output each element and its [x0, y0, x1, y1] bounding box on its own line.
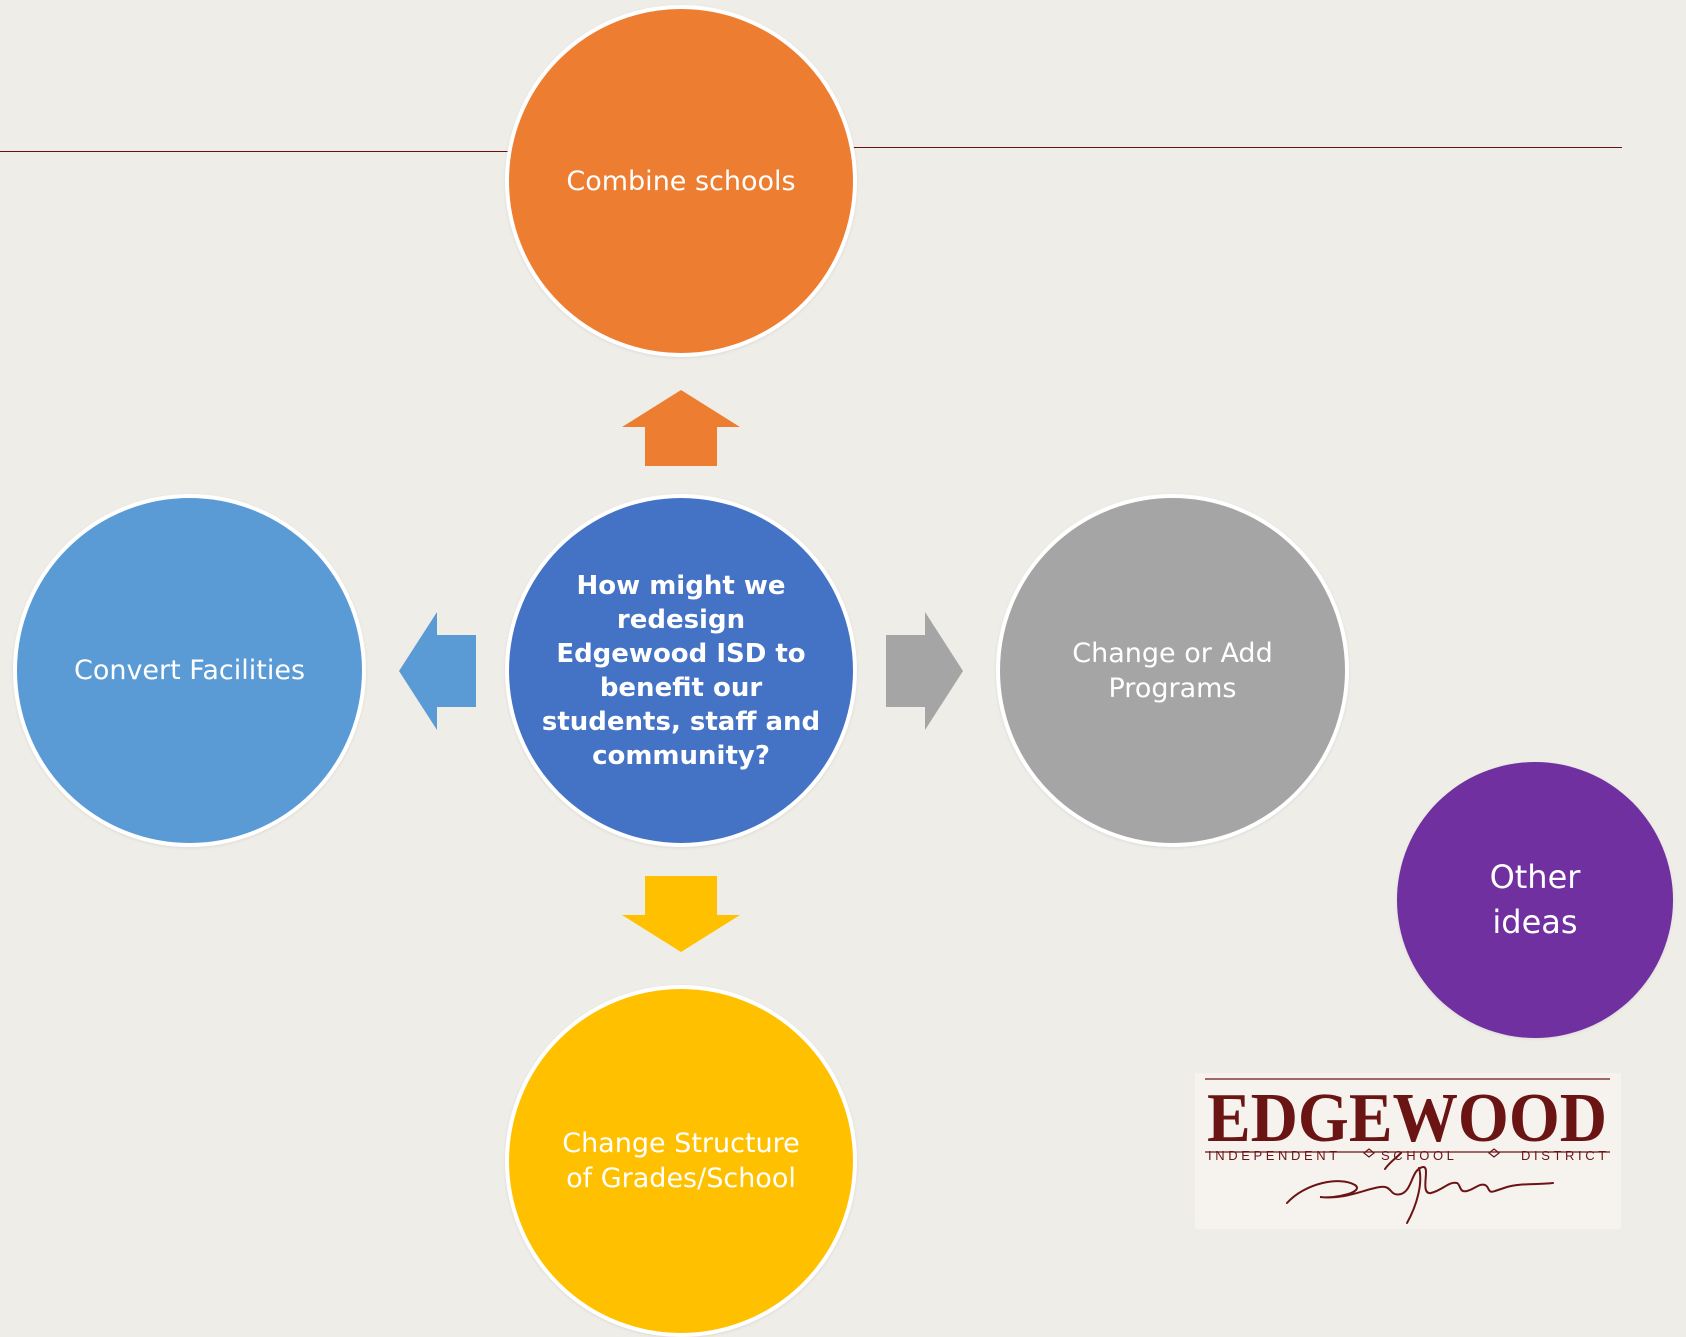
convert-facilities-label: Convert Facilities	[73, 655, 306, 686]
combine-schools-node[interactable]: Combine schools	[505, 5, 857, 357]
edgewood-logo-mark: EDGEWOOD INDEPENDENT SCHOOL DISTRICT	[1205, 1078, 1610, 1224]
edgewood-logo: EDGEWOOD INDEPENDENT SCHOOL DISTRICT	[1195, 1073, 1621, 1229]
arrow-right-icon	[886, 612, 963, 730]
svg-text:INDEPENDENT: INDEPENDENT	[1208, 1148, 1341, 1163]
arrow-up-icon	[622, 390, 740, 466]
top-rule-right	[852, 147, 1622, 148]
arrow-down-icon	[622, 876, 740, 952]
svg-text:EDGEWOOD: EDGEWOOD	[1207, 1080, 1607, 1157]
central-question-label: How might we redesign Edgewood ISD to be…	[541, 570, 821, 771]
combine-schools-label: Combine schools	[566, 165, 796, 197]
top-rule-left	[0, 151, 510, 152]
svg-text:DISTRICT: DISTRICT	[1521, 1148, 1610, 1163]
svg-text:SCHOOL: SCHOOL	[1381, 1148, 1458, 1163]
change-structure-label: Change Structure of Grades/School	[562, 1128, 800, 1194]
change-programs-node[interactable]: Change or Add Programs	[996, 494, 1349, 847]
change-programs-label: Change or Add Programs	[1072, 637, 1273, 704]
other-ideas-label: Other ideas	[1489, 858, 1581, 941]
arrow-left-icon	[399, 612, 476, 730]
convert-facilities-node[interactable]: Convert Facilities	[13, 494, 366, 847]
change-structure-node[interactable]: Change Structure of Grades/School	[505, 985, 857, 1337]
other-ideas-node[interactable]: Other ideas	[1397, 762, 1673, 1038]
central-question-node[interactable]: How might we redesign Edgewood ISD to be…	[505, 494, 857, 847]
